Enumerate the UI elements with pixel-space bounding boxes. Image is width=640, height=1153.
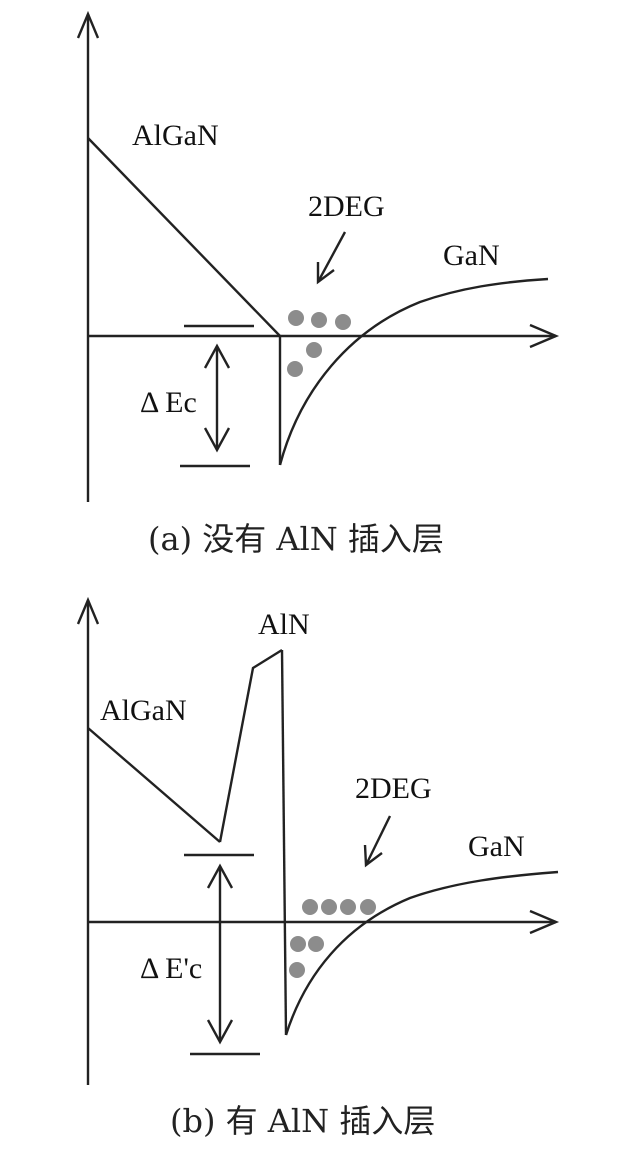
panel-a-algan-band	[87, 137, 281, 337]
panel-a-electron	[311, 312, 327, 328]
panel-b-algan-label: AlGaN	[100, 694, 187, 727]
panel-b-x-axis-arrowhead	[529, 909, 560, 935]
panel-b-electron	[302, 899, 318, 915]
panel-a-gan-label: GaN	[443, 239, 500, 272]
panel-b-electron	[290, 936, 306, 952]
panel-b-delta-arrowhead-up	[206, 863, 234, 889]
panel-a-algan-label: AlGaN	[132, 119, 219, 152]
panel-b-2deg-pointer	[364, 815, 392, 866]
panel-b-electron	[340, 899, 356, 915]
panel-a-gan-band	[278, 277, 549, 466]
panel-b-band-offset-line	[280, 649, 288, 1036]
panel-b-gan-label: GaN	[468, 830, 525, 863]
panel-a-electron	[306, 342, 322, 358]
panel-b-algan-band	[87, 727, 221, 843]
panel-b-caption: (b) 有 AlN 插入层	[170, 1102, 435, 1140]
panel-b-aln-label: AlN	[258, 608, 310, 641]
panel-b-2deg-label: 2DEG	[355, 772, 432, 805]
panel-b-delta-label: Δ E'c	[140, 952, 202, 985]
panel-a-x-axis-arrowhead	[529, 323, 560, 349]
panel-a-delta-arrowhead-up	[203, 343, 231, 369]
panel-b-electron	[321, 899, 337, 915]
panel-b-electron	[308, 936, 324, 952]
panel-a-electron	[287, 361, 303, 377]
panel-a-2deg-pointer-head	[316, 262, 335, 285]
panel-a-electron	[335, 314, 351, 330]
panel-b-electron	[289, 962, 305, 978]
panel-a-delta-label: Δ Ec	[140, 386, 197, 419]
panel-a-2deg-label: 2DEG	[308, 190, 385, 223]
panel-a-caption: (a) 没有 AlN 插入层	[148, 520, 444, 558]
panel-a-electron	[288, 310, 304, 326]
panel-b-delta-arrowhead-down	[206, 1019, 234, 1045]
panel-b: AlN AlGaN 2DEG GaN Δ E'c (b) 有 AlN 插入层	[76, 596, 560, 1140]
panel-b-2deg-pointer-head	[363, 844, 383, 868]
panel-b-y-axis-arrowhead	[76, 596, 100, 625]
panel-a: AlGaN 2DEG GaN Δ Ec (a) 没有 AlN 插入层	[76, 10, 560, 558]
panel-a-2deg-pointer	[316, 231, 347, 283]
panel-a-y-axis-arrowhead	[76, 10, 100, 39]
panel-b-aln-band	[218, 648, 283, 843]
panel-b-gan-band	[284, 870, 559, 1036]
panel-a-delta-arrowhead-down	[203, 427, 231, 453]
panel-b-electron	[360, 899, 376, 915]
